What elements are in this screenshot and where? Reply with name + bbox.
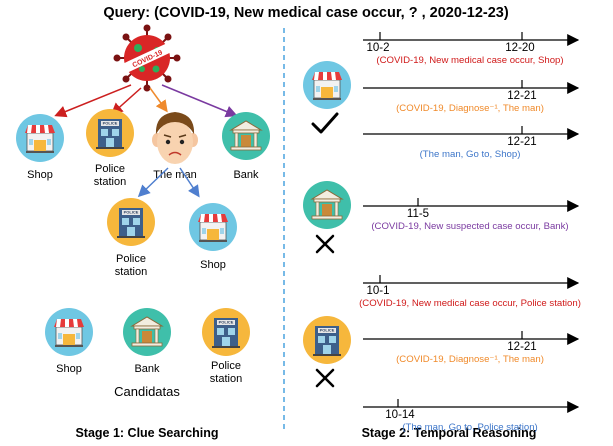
arrow-virus-bank	[161, 84, 238, 118]
arrow-virus-man	[149, 87, 168, 113]
shop-icon	[15, 113, 65, 163]
candidate-shop-label: Shop	[56, 363, 82, 375]
arrow-man-police	[137, 167, 169, 198]
candidate-bank-label: Bank	[134, 363, 160, 375]
timeline-fact-label: (COVID-19, New medical case occur, Shop)	[376, 55, 563, 66]
shop-icon	[188, 202, 238, 252]
cross-icon	[315, 234, 335, 254]
timeline-tick-label: 12-21	[507, 341, 536, 353]
timeline-tick-label: 11-5	[407, 208, 429, 220]
shop-icon	[44, 307, 94, 357]
stage1-title: Stage 1: Clue Searching	[75, 426, 218, 440]
timeline-tick-label: 12-21	[507, 136, 536, 148]
timeline-tick-label: 12-21	[507, 90, 536, 102]
node-shop-label: Shop	[27, 169, 53, 181]
timeline-fact-label: (COVID-19, Diagnose⁻¹, The man)	[396, 354, 544, 365]
candidate-police-label-2: station	[210, 373, 242, 385]
timeline-fact-label: (COVID-19, New suspected case occur, Ban…	[371, 221, 568, 232]
shop-icon	[302, 60, 352, 110]
check-icon	[311, 112, 339, 134]
police-station-icon	[303, 316, 351, 364]
timeline-tick-label: 10-1	[366, 285, 389, 297]
virus-icon: COVID-19	[113, 24, 181, 92]
bank-icon	[122, 307, 172, 357]
node-police-label-2: station	[94, 176, 126, 188]
arrow-virus-police	[110, 87, 142, 115]
bank-icon	[221, 111, 271, 161]
node-police2-label-1: Police	[116, 253, 146, 265]
cross-icon	[315, 368, 335, 388]
stage2-title: Stage 2: Temporal Reasoning	[362, 426, 537, 440]
timeline-tick-label: 10-2	[366, 42, 389, 54]
police-station-icon	[86, 109, 134, 157]
node-police2-label-2: station	[115, 266, 147, 278]
bank-icon	[302, 180, 352, 230]
node-shop2-label: Shop	[200, 259, 226, 271]
candidates-title: Candidatas	[114, 384, 180, 399]
man-face-icon	[152, 112, 198, 164]
timeline-fact-label: (The man, Go to, Police station)	[402, 422, 537, 433]
arrow-virus-shop	[54, 84, 132, 118]
candidate-police-label-1: Police	[211, 360, 241, 372]
timeline-tick-label: 10-14	[385, 409, 415, 421]
timeline-fact-label: (COVID-19, Diagnose⁻¹, The man)	[396, 103, 544, 114]
police-station-icon	[202, 308, 250, 356]
police-station-icon	[107, 198, 155, 246]
arrow-man-shop	[179, 167, 200, 198]
query-title: Query: (COVID-19, New medical case occur…	[103, 5, 509, 21]
timeline-fact-label: (COVID-19, New medical case occur, Polic…	[359, 298, 581, 309]
node-bank-label: Bank	[233, 169, 259, 181]
timeline-fact-label: (The man, Go to, Shop)	[420, 149, 521, 160]
timeline-tick-label: 12-20	[505, 42, 534, 54]
node-police-label-1: Police	[95, 163, 125, 175]
